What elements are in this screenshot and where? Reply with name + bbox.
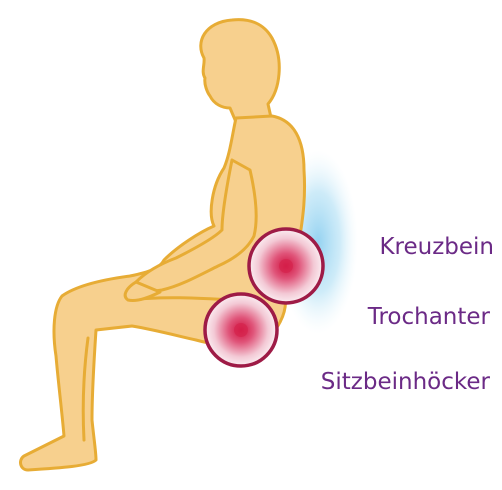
label-kreuzbein: Kreuzbein bbox=[379, 236, 494, 259]
label-sitzbeinhoecker: Sitzbeinhöcker bbox=[321, 371, 490, 394]
pressure-point-kreuzbein bbox=[249, 229, 323, 303]
label-trochanter: Trochanter bbox=[368, 306, 490, 329]
pressure-point-sitzbeinhoecker bbox=[205, 294, 277, 366]
head bbox=[201, 20, 279, 122]
